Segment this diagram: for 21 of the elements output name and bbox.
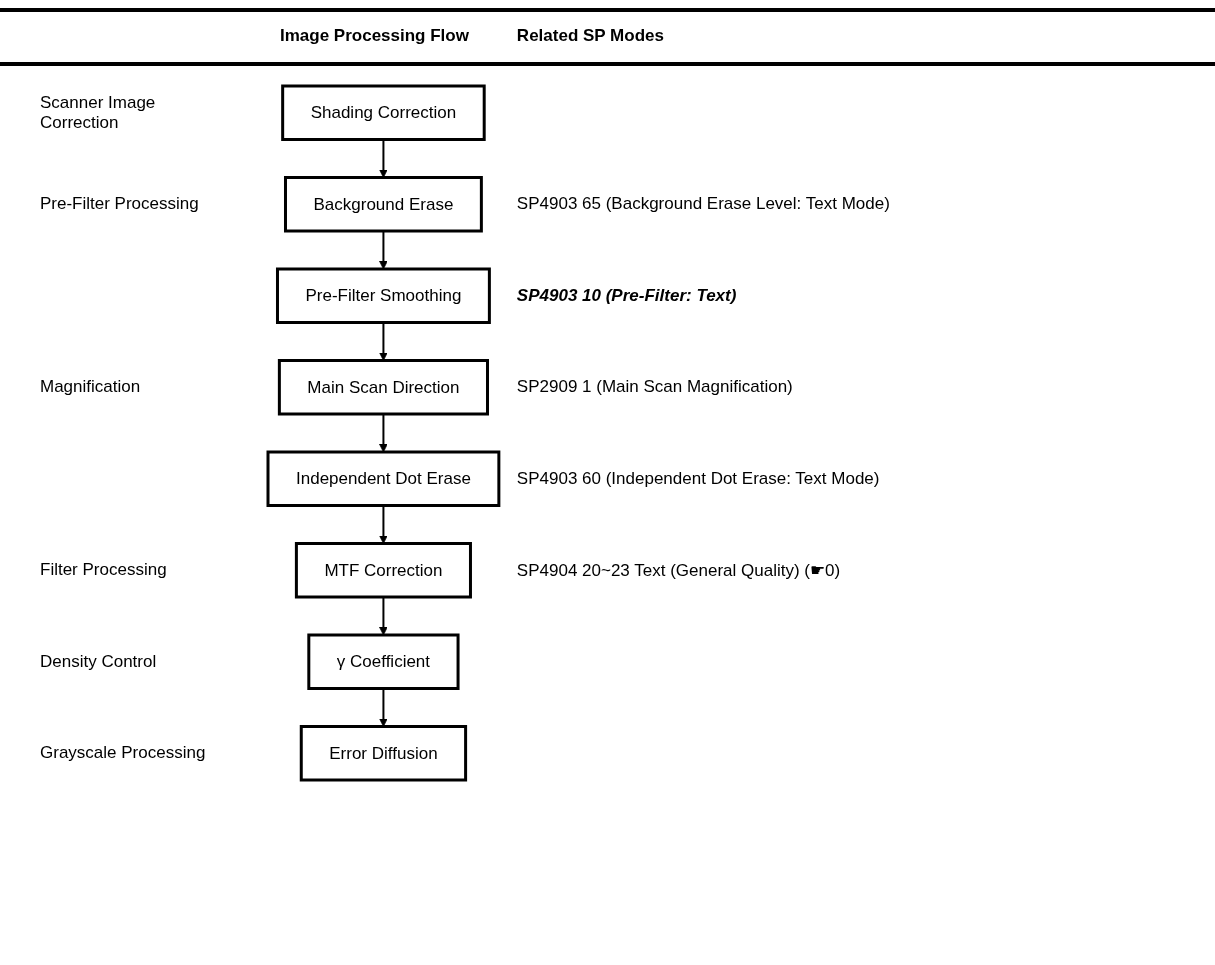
column-header: Image Processing Flow <box>280 26 469 46</box>
sp-mode-text: SP4903 60 (Independent Dot Erase: Text Mode) <box>516 468 880 489</box>
process-box: Error Diffusion <box>299 725 468 782</box>
stage-label: Magnification <box>40 377 142 398</box>
stage-label: Scanner Image Correction <box>40 92 157 133</box>
process-box: MTF Correction <box>294 542 472 599</box>
process-box: γ Coefficient <box>307 633 460 690</box>
process-box: Main Scan Direction <box>277 359 489 416</box>
process-box: Independent Dot Erase <box>266 450 501 507</box>
stage-label: Density Control <box>40 651 158 672</box>
process-box: Pre-Filter Smoothing <box>276 267 491 324</box>
sp-mode-text: SP4904 20~23 Text (General Quality) (☛0) <box>516 559 841 581</box>
sp-mode-text: SP4903 65 (Background Erase Level: Text Mode) <box>516 194 890 215</box>
stage-label: Filter Processing <box>40 560 168 581</box>
column-header: Related SP Modes <box>516 26 664 46</box>
stage-label: Pre-Filter Processing <box>40 194 200 215</box>
process-box: Shading Correction <box>281 84 486 141</box>
sp-mode-text: SP2909 1 (Main Scan Magnification) <box>516 377 793 398</box>
process-box: Background Erase <box>284 176 483 233</box>
sp-mode-text: SP4903 10 (Pre-Filter: Text) <box>516 285 737 306</box>
stage-label: Grayscale Processing <box>40 743 207 764</box>
